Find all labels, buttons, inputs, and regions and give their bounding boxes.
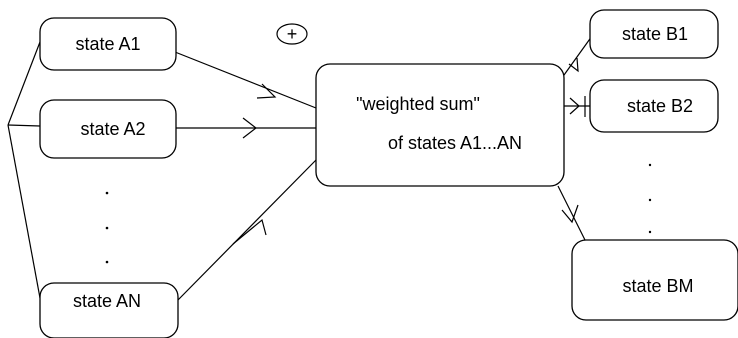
node-state-b2-label: state B2	[627, 96, 693, 116]
fan-out-connector	[7, 41, 41, 299]
node-state-bm-label: state BM	[622, 276, 693, 296]
arrowhead-a2	[242, 117, 257, 139]
edges-sum-to-b	[557, 35, 593, 241]
arrowhead-a1	[256, 83, 277, 99]
node-weighted-sum-line1: "weighted sum"	[356, 94, 480, 114]
edge-a1-to-sum	[174, 51, 317, 109]
node-state-an-label: state AN	[73, 291, 141, 311]
edge-an-to-sum	[177, 159, 317, 301]
node-weighted-sum[interactable]: "weighted sum" of states A1...AN	[315, 63, 565, 187]
node-state-b1[interactable]: state B1	[589, 9, 719, 59]
node-state-b1-label: state B1	[622, 24, 688, 44]
node-state-a2[interactable]: state A2	[39, 99, 177, 159]
arrowhead-bm	[561, 204, 579, 224]
ellipsis-b-states	[648, 163, 652, 234]
arrowhead-b2	[569, 96, 586, 117]
node-weighted-sum-line2: of states A1...AN	[388, 133, 522, 153]
node-state-a2-label: state A2	[80, 119, 145, 139]
node-state-b2[interactable]: state B2	[589, 79, 719, 133]
edge-sum-to-b1	[558, 35, 593, 83]
fan-line-a2	[7, 124, 41, 127]
edges-a-to-sum	[174, 51, 317, 301]
ellipsis-a-states	[105, 191, 109, 264]
arrowhead-an	[232, 218, 267, 245]
fan-line-a1	[7, 41, 41, 126]
arrowhead-b1	[568, 57, 579, 73]
edge-sum-to-bm	[557, 185, 586, 241]
fan-line-an	[7, 124, 41, 299]
combination-operator-icon: +	[276, 23, 308, 45]
node-state-a1-label: state A1	[75, 34, 140, 54]
node-state-an[interactable]: state AN	[39, 282, 179, 338]
combination-operator-symbol: +	[287, 24, 298, 44]
node-state-bm[interactable]: state BM	[571, 239, 738, 321]
node-state-a1[interactable]: state A1	[39, 17, 177, 71]
